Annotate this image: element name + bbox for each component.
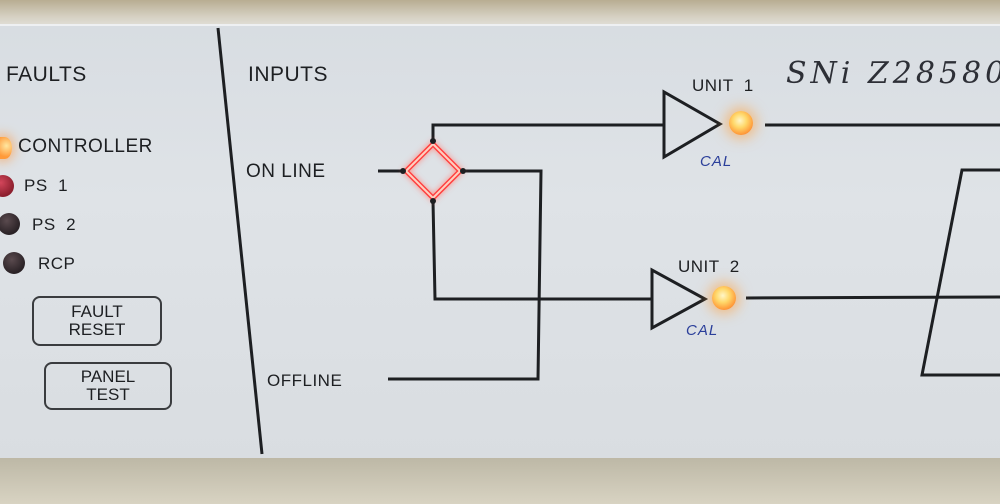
handwritten-serial: SNi Z28580 [786,56,1000,91]
controller-fault-led [0,137,12,159]
panel-test-line2: TEST [86,385,130,404]
inputs-title: INPUTS [248,63,329,86]
panel-test-line1: PANEL [80,367,136,386]
fault-reset-line1: FAULT [71,302,123,321]
ps1-fault-led [0,175,14,197]
rcp-fault-label: RCP [38,254,76,273]
unit1-status-led [729,111,753,135]
unit1-label: UNIT 1 [692,76,754,95]
background-bottom-strip [0,458,1000,504]
controller-fault-label: CONTROLLER [18,136,153,157]
offline-label: OFFLINE [267,371,343,390]
rcp-fault-led [3,252,25,274]
unit2-cal-label: CAL [686,322,719,339]
fault-reset-button[interactable]: FAULT RESET [32,296,162,346]
panel-test-button[interactable]: PANEL TEST [44,362,172,410]
fault-reset-line2: RESET [68,320,126,339]
ps1-fault-label: PS 1 [24,176,69,195]
ps2-fault-led [0,213,20,235]
ps2-fault-label: PS 2 [32,215,77,234]
faults-title: FAULTS [6,63,87,86]
background-top-strip [0,0,1000,28]
unit2-label: UNIT 2 [678,257,740,276]
unit2-status-led [712,286,736,310]
on-line-label: ON LINE [246,161,326,182]
unit1-cal-label: CAL [700,153,733,170]
